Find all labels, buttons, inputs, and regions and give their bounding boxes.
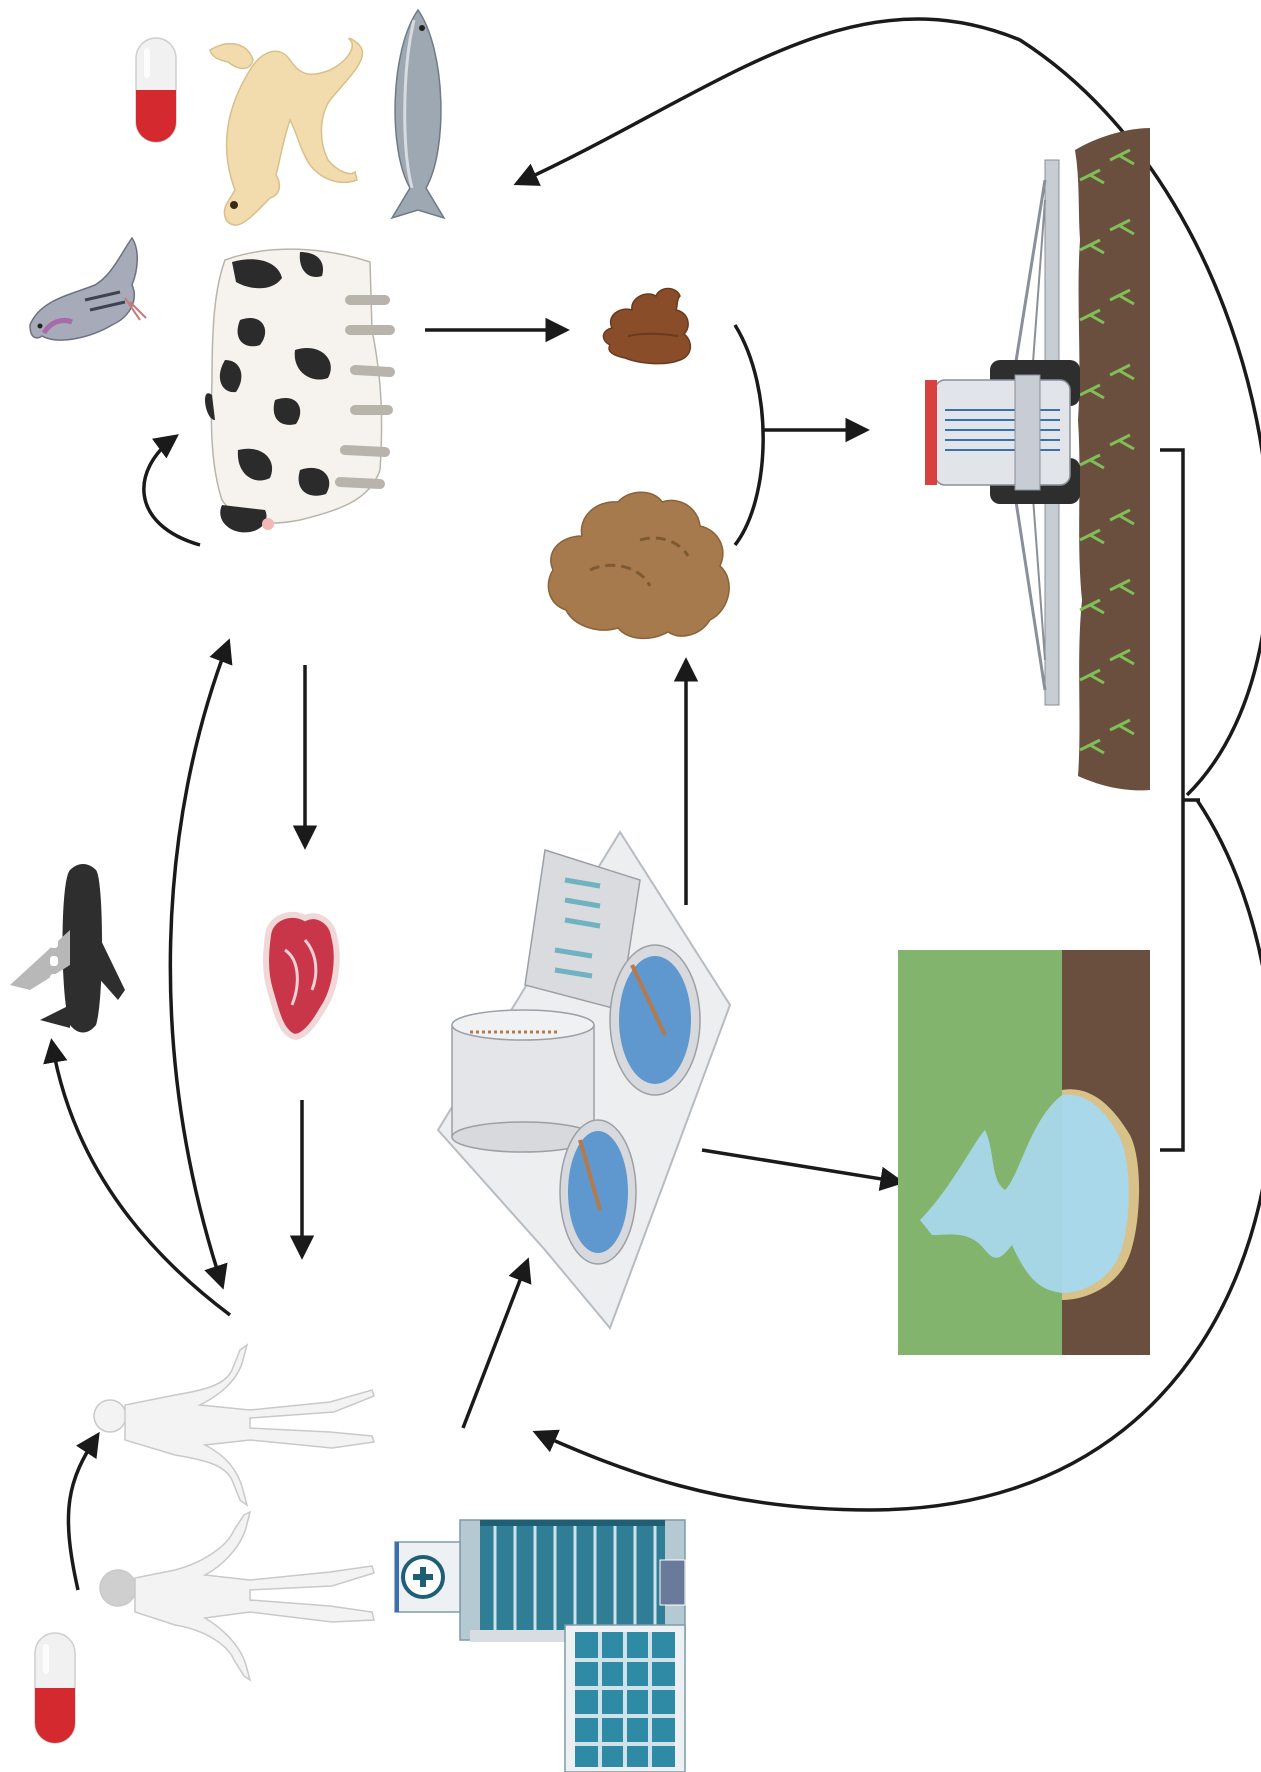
meat-steak-icon (266, 915, 337, 1037)
manure-pile-icon (548, 492, 729, 638)
human-figure-upper (94, 1345, 374, 1505)
river-icon (898, 950, 1150, 1355)
arrow-humans-to-airplane (52, 1043, 230, 1315)
pigeon-icon (30, 238, 146, 340)
airplane-icon (10, 864, 125, 1033)
hospital-icon (395, 1520, 685, 1772)
human-figure-lower (100, 1512, 374, 1680)
tractor-field-icon (925, 128, 1150, 790)
fish-icon (392, 10, 444, 218)
capsule-icon (136, 38, 176, 142)
arrow-humans-to-cows (170, 643, 228, 1285)
bracket-environment (1160, 450, 1183, 1150)
capsule-icon (35, 1633, 75, 1743)
arrow-cows-self-loop (144, 437, 200, 545)
stool-icon (603, 289, 690, 364)
dog-icon (210, 38, 362, 225)
arrow-wastewater-to-river (702, 1150, 900, 1182)
cows-icon (205, 249, 390, 532)
wastewater-treatment-icon (438, 832, 730, 1328)
arrow-humans-to-wastewater (463, 1262, 527, 1428)
arrow-patient-to-human (68, 1436, 97, 1590)
bracket-manure (735, 325, 763, 545)
human-figures-icon (94, 1345, 374, 1680)
